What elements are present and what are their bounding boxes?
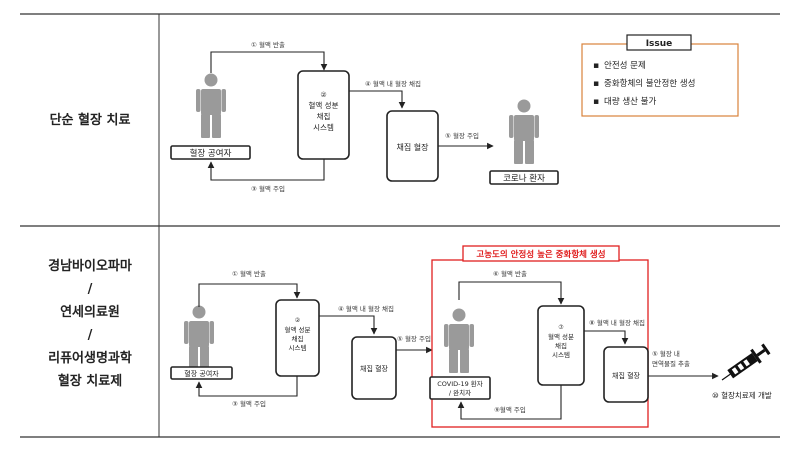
- patient-label-line: COVID-19 환자: [437, 379, 483, 388]
- step10-label-line: 면역물질 추출: [652, 359, 690, 368]
- step6-label: ⑥ 혈액 반출: [493, 269, 527, 278]
- system-label-line: 시스템: [552, 351, 570, 359]
- donor-person-icon: [196, 73, 226, 138]
- collected-plasma-label: 채집 혈장: [360, 364, 389, 373]
- bottom-flow: 혈장 공여자 ① 혈액 반출 ② 혈액 성분 채집 시스템 ③ 혈액 주입 ④ …: [170, 245, 772, 428]
- patient-label-line: / 완치자: [449, 388, 471, 397]
- patient-label: 코로나 환자: [503, 173, 545, 184]
- collected-plasma-box-2: [603, 346, 649, 403]
- issue-bullet: ▪: [593, 79, 599, 89]
- row-label-bottom: 경남바이오파마 / 연세의료원 / 리퓨어생명과학 혈장 치료제: [48, 258, 132, 389]
- donor-label: 혈장 공여자: [190, 148, 232, 159]
- step4-label: ④ 혈액 내 혈장 채집: [365, 79, 421, 88]
- donor-label-box: [170, 145, 251, 160]
- step9-label: ⑨혈액 주입: [494, 405, 526, 414]
- system-step-number: ⑦: [558, 324, 564, 331]
- row-label-bottom-line: 연세의료원: [60, 304, 120, 320]
- issue-box-frame: [581, 43, 739, 117]
- table-frame: [20, 13, 780, 438]
- collected-plasma-box: [351, 336, 397, 400]
- arrow-plasma-collect-2: [584, 330, 629, 345]
- arrow-blood-in: [195, 376, 298, 397]
- step3-label: ③ 혈액 주입: [251, 184, 285, 193]
- collected-plasma-label: 채집 혈장: [397, 142, 430, 152]
- issue-box: Issue ▪ 안전성 문제 ▪ 중화항체의 불안정한 생성 ▪ 대량 생산 불…: [581, 34, 739, 117]
- system-label-line: 시스템: [313, 122, 334, 132]
- system-label-line: 채집: [555, 342, 567, 350]
- arrow-blood-out-2: [458, 281, 565, 305]
- highlight-title-box: [462, 245, 620, 262]
- system-label-line: 혈액 성분: [285, 325, 311, 334]
- patient-person-icon: [444, 308, 474, 373]
- donor-label: 혈장 공여자: [184, 369, 219, 378]
- issue-title-box: [626, 34, 692, 51]
- row-label-bottom-line: 혈장 치료제: [58, 373, 122, 389]
- donor-label-box: [170, 366, 233, 380]
- issue-bullet: ▪: [593, 97, 599, 107]
- step5-label: ⑤ 혈장 주입: [397, 334, 431, 343]
- patient-label-box: [489, 170, 559, 185]
- system-label-line: 채집: [292, 335, 304, 343]
- donor-person-icon: [184, 305, 214, 370]
- system-label-line: 혈액 성분: [548, 332, 574, 341]
- issue-title: Issue: [646, 39, 673, 49]
- row-label-bottom-line: /: [88, 328, 93, 343]
- arrow-blood-out: [198, 283, 301, 307]
- highlight-title: 고농도의 안정성 높은 중화항체 생성: [476, 249, 605, 260]
- system-label-line: 혈액 성분: [309, 100, 339, 110]
- issue-bullet: ▪: [593, 61, 599, 71]
- row-label-bottom-line: 경남바이오파마: [48, 258, 132, 274]
- system-step-number: ②: [320, 91, 326, 99]
- arrow-blood-out: [210, 51, 328, 73]
- issue-item: 대량 생산 불가: [604, 96, 657, 107]
- step4-label: ④ 혈액 내 혈장 채집: [338, 304, 394, 313]
- step3-label: ③ 혈액 주입: [232, 399, 266, 408]
- arrow-plasma-collect: [319, 315, 378, 335]
- issue-item: 중화항체의 불안정한 생성: [604, 78, 695, 89]
- system-step-number: ②: [295, 317, 301, 324]
- top-flow: 혈장 공여자 ① 혈액 반출 ② 혈액 성분 채집 시스템 ③ 혈액 주입 ④ …: [170, 40, 559, 193]
- step8-label: ⑧ 혈액 내 혈장 채집: [589, 318, 645, 327]
- patient-person-icon: [509, 99, 539, 164]
- issue-item: 안전성 문제: [604, 60, 646, 71]
- syringe-icon: [721, 343, 771, 381]
- row-label-bottom-line: /: [88, 282, 93, 297]
- system-label-line: 채집: [317, 111, 331, 121]
- step1-label: ① 혈액 반출: [251, 40, 285, 49]
- arrow-blood-in: [207, 159, 325, 181]
- collected-plasma-label-2: 채집 혈장: [612, 371, 641, 380]
- step10-label-line: ⑤ 혈장 내: [652, 349, 680, 358]
- row-label-bottom-line: 리퓨어생명과학: [48, 350, 132, 366]
- result-label: ⑩ 혈장치료제 개발: [712, 390, 772, 400]
- patient-label-box: [429, 376, 491, 400]
- arrow-plasma-collect: [349, 90, 406, 109]
- arrow-blood-in-2: [457, 385, 562, 420]
- step1-label: ① 혈액 반출: [232, 269, 266, 278]
- step5-label: ⑤ 혈장 주입: [445, 131, 479, 140]
- row-label-top: 단순 혈장 치료: [50, 112, 131, 128]
- system-label-line: 시스템: [289, 344, 307, 352]
